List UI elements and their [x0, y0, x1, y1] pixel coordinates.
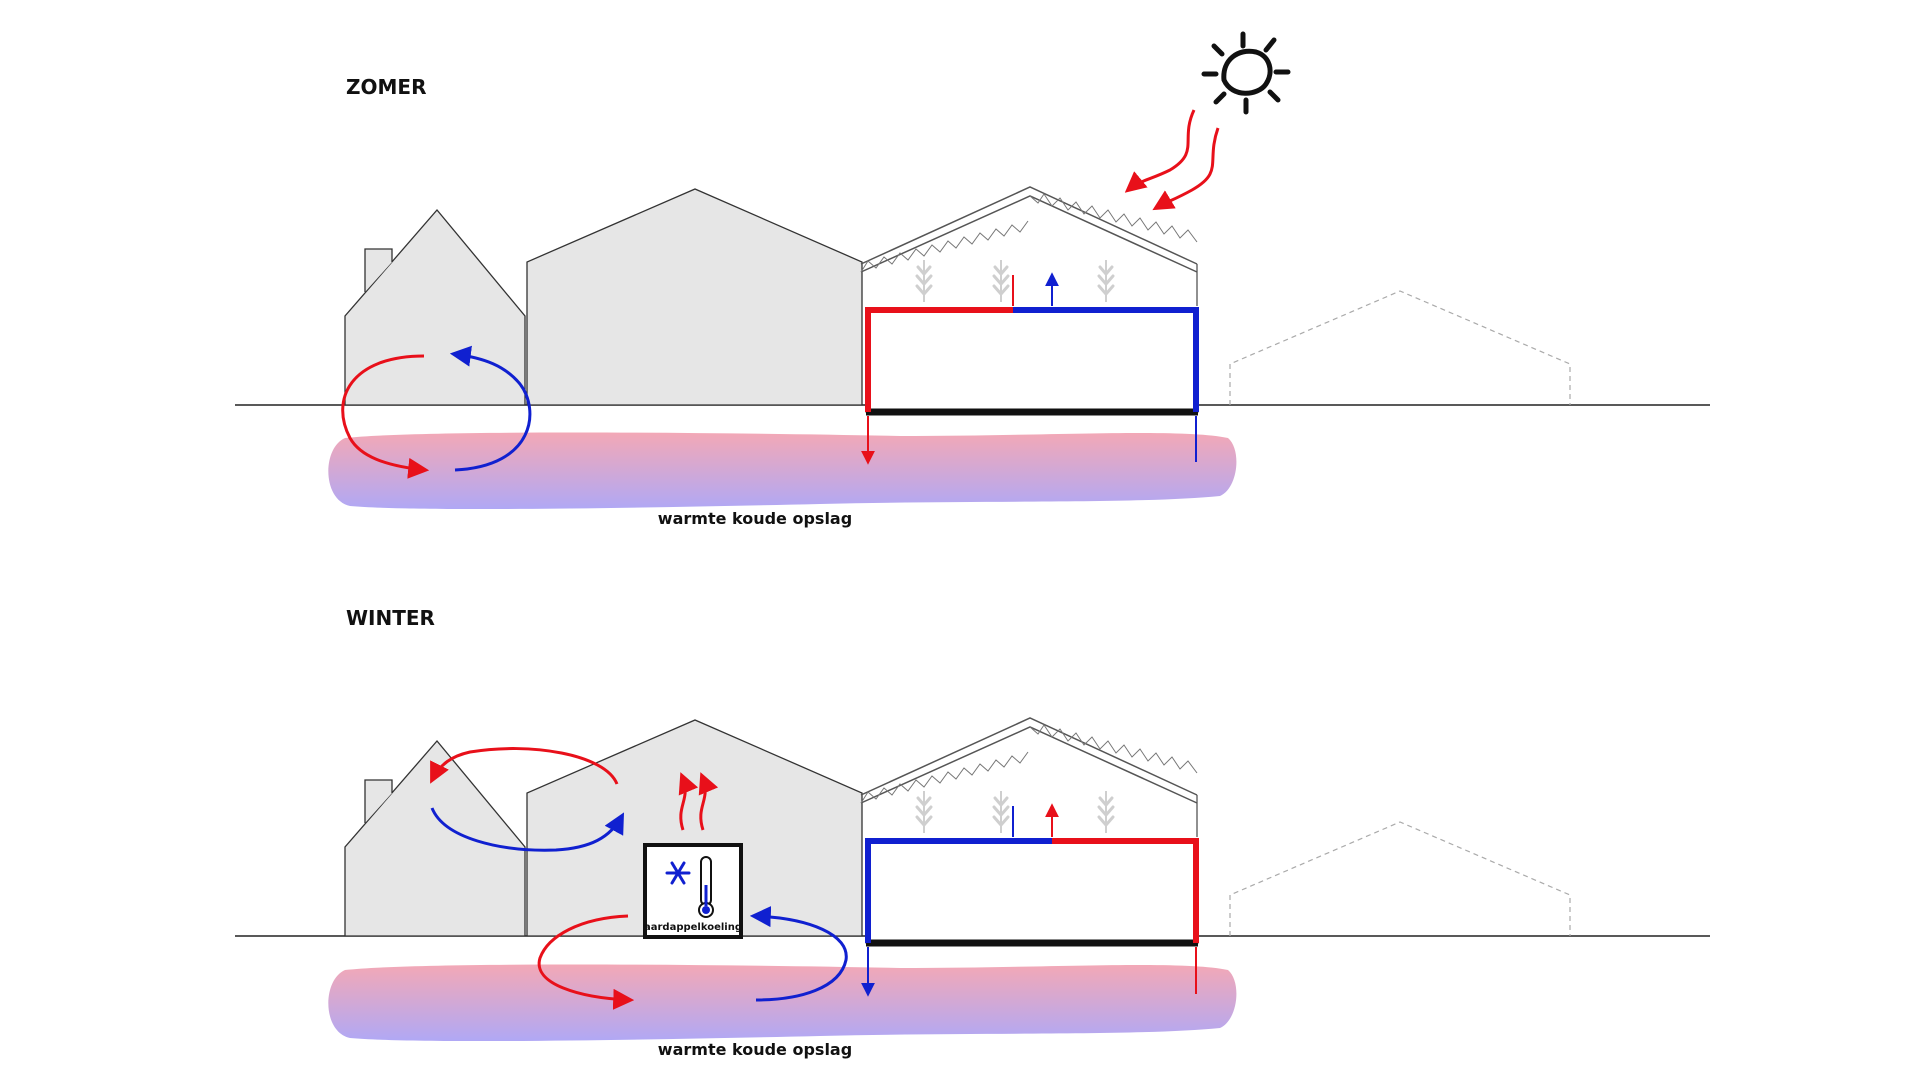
small-house	[344, 739, 526, 937]
summer-scene	[235, 31, 1710, 510]
warm-flow-arrow	[341, 354, 430, 479]
thermometer-icon	[698, 856, 714, 918]
greenhouse-roof	[860, 186, 1198, 306]
cold-flow-arrow	[749, 906, 848, 1002]
sun-icon	[1201, 31, 1291, 115]
solar-heat-arrow	[1152, 127, 1220, 211]
barn	[526, 188, 863, 406]
solar-heat-arrow	[1124, 109, 1196, 193]
snowflake-icon	[665, 861, 691, 885]
winter-title: WINTER	[346, 606, 435, 630]
chimney	[364, 779, 393, 823]
winter-storage-label: warmte koude opslag	[657, 1040, 853, 1059]
cold-pipe	[1013, 307, 1199, 412]
greenhouse-roof	[860, 717, 1198, 837]
plant-icon	[915, 789, 1115, 835]
cold-pipe	[865, 838, 1052, 943]
heat-cold-storage	[328, 964, 1237, 1042]
cooling-box-label: aardappelkoeling	[644, 922, 742, 933]
heat-cold-storage	[328, 432, 1237, 510]
warm-pipe	[865, 307, 1013, 412]
summer-title: ZOMER	[346, 75, 427, 99]
plant-icon	[915, 258, 1115, 304]
future-building-outline	[1229, 821, 1571, 936]
greenhouse-interior	[865, 309, 1199, 413]
rising-heat-arrow	[678, 772, 699, 831]
cold-flow-arrow	[430, 807, 625, 852]
cooling-box: aardappelkoeling	[643, 843, 743, 939]
small-house	[344, 208, 526, 406]
chimney	[364, 248, 393, 292]
future-building-outline	[1229, 290, 1571, 405]
cold-flow-arrow	[449, 345, 532, 472]
warm-flow-arrow	[537, 914, 635, 1010]
greenhouse-interior	[865, 840, 1199, 944]
winter-scene: aardappelkoeling	[235, 717, 1710, 1042]
rising-heat-arrow	[698, 772, 719, 831]
warm-flow-arrow	[430, 747, 619, 785]
warm-pipe	[1052, 838, 1199, 943]
summer-storage-label: warmte koude opslag	[657, 509, 853, 528]
